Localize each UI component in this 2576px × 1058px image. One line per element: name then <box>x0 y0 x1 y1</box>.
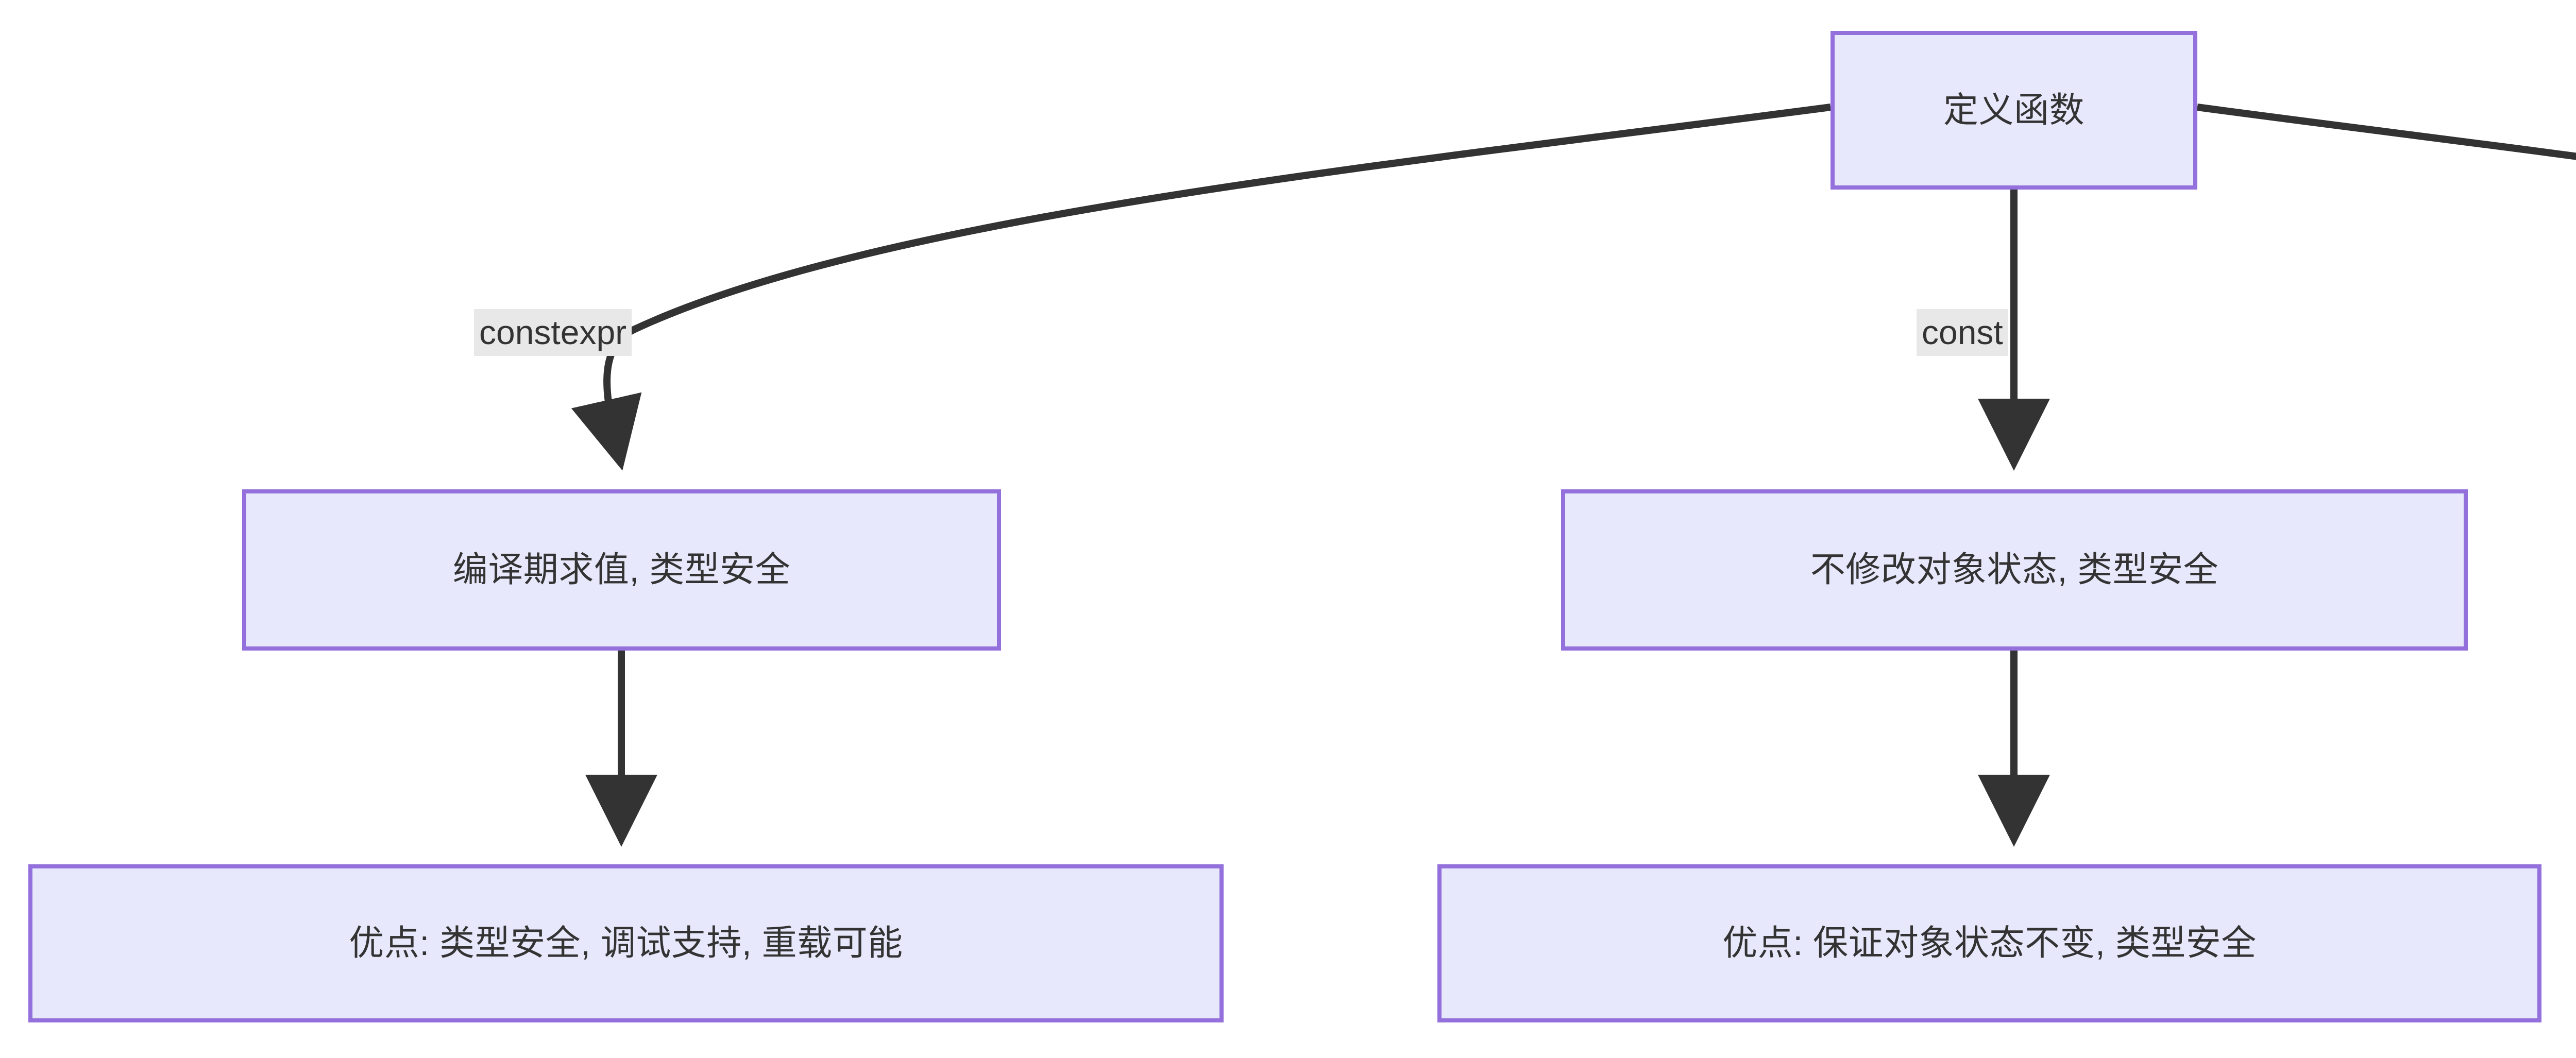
edge-root-to-mid-right <box>2197 104 2576 160</box>
node-constexpr-detail[interactable]: 编译期求值, 类型安全 <box>242 489 1001 651</box>
edge-label-const: const <box>1917 309 2008 356</box>
node-const-detail[interactable]: 不修改对象状态, 类型安全 <box>1561 489 2468 651</box>
node-label: 优点: 保证对象状态不变, 类型安全 <box>1722 924 2257 963</box>
node-label: 编译期求值, 类型安全 <box>452 550 791 590</box>
node-label: 不修改对象状态, 类型安全 <box>1810 550 2219 590</box>
node-label: 定义函数 <box>1943 90 2084 130</box>
node-constexpr-pros[interactable]: 优点: 类型安全, 调试支持, 重载可能 <box>28 864 1224 1022</box>
node-label: 优点: 类型安全, 调试支持, 重载可能 <box>349 924 903 963</box>
node-const-pros[interactable]: 优点: 保证对象状态不变, 类型安全 <box>1437 864 2541 1022</box>
edge-root-to-mid-left <box>571 104 1831 471</box>
edge-label-constexpr: constexpr <box>474 309 632 356</box>
node-define-function[interactable]: 定义函数 <box>1831 31 2197 190</box>
